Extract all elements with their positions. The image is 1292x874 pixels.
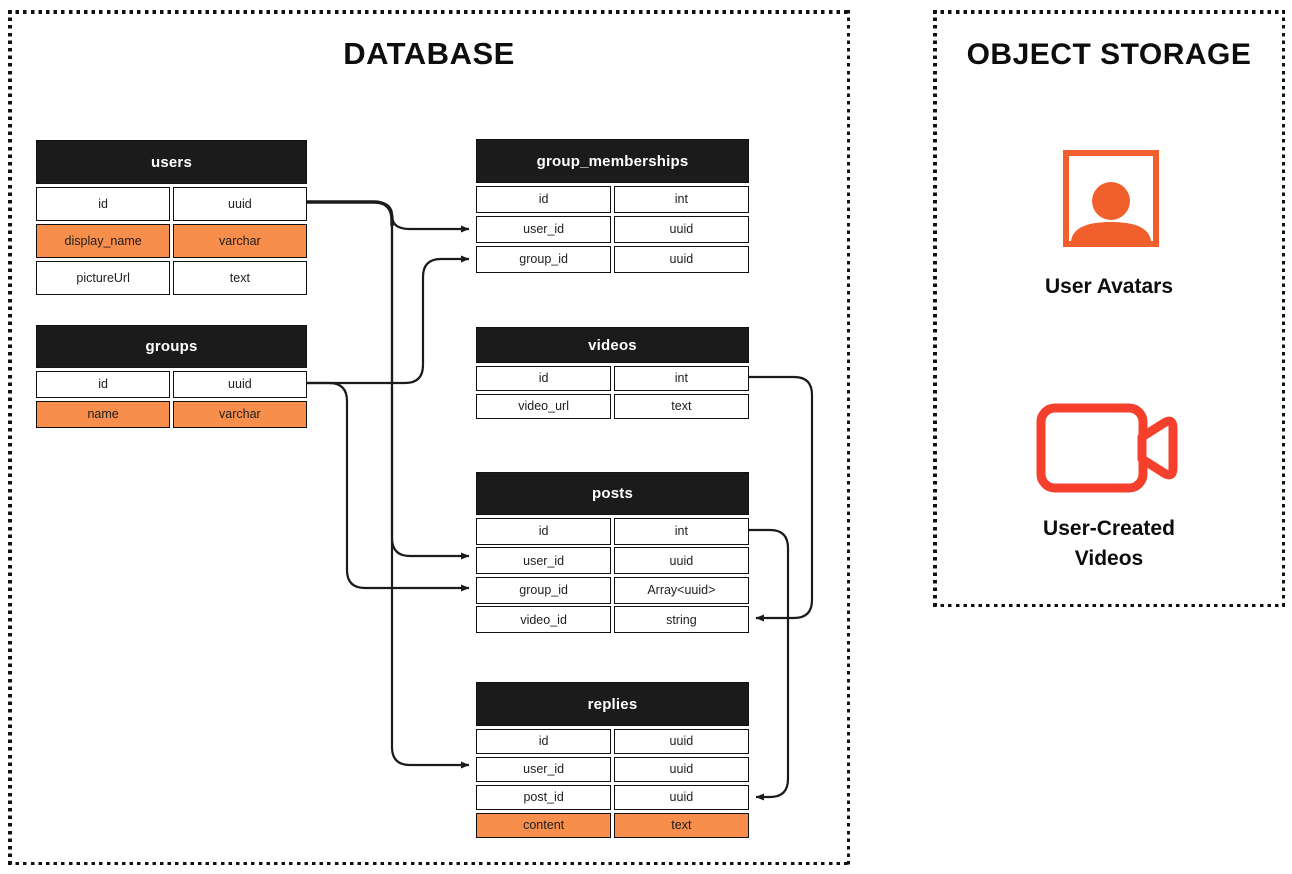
table-row: content text — [476, 812, 749, 838]
table-users-header: users — [36, 140, 307, 184]
type-cell: text — [613, 812, 749, 838]
video-camera-icon — [1036, 403, 1178, 493]
database-panel: DATABASE — [8, 10, 850, 865]
table-posts-header: posts — [476, 472, 749, 515]
table-groups: groups id uuid name varchar — [36, 325, 307, 428]
type-cell: uuid — [172, 370, 307, 398]
table-row: video_url text — [476, 393, 749, 419]
table-row: post_id uuid — [476, 784, 749, 810]
table-row: pictureUrl text — [36, 260, 307, 295]
field-cell: display_name — [36, 223, 171, 258]
table-row: id uuid — [476, 728, 749, 754]
field-cell: group_id — [476, 576, 612, 604]
table-row: id int — [476, 365, 749, 391]
object-storage-panel-title: OBJECT STORAGE — [966, 38, 1252, 71]
field-cell: id — [476, 517, 612, 545]
panel-border — [933, 10, 937, 607]
table-row: group_id uuid — [476, 245, 749, 273]
panel-border — [8, 10, 12, 865]
panel-border — [8, 861, 850, 865]
field-cell: pictureUrl — [36, 260, 171, 295]
type-cell: uuid — [613, 547, 749, 574]
table-group-memberships: group_memberships id int user_id uuid gr… — [476, 139, 749, 273]
type-cell: uuid — [613, 215, 749, 243]
panel-border — [1281, 10, 1285, 607]
table-videos-header: videos — [476, 327, 749, 363]
field-cell: name — [36, 400, 171, 428]
object-storage-panel: OBJECT STORAGE User Avatars User-Created… — [933, 10, 1285, 607]
table-row: user_id uuid — [476, 215, 749, 243]
user-created-videos-label: User-Created Videos — [1043, 517, 1175, 570]
field-cell: user_id — [476, 215, 612, 243]
field-cell: user_id — [476, 756, 612, 782]
field-cell: id — [476, 365, 612, 391]
table-row: id int — [476, 185, 749, 213]
field-cell: id — [476, 728, 612, 754]
table-videos: videos id int video_url text — [476, 327, 749, 419]
table-row: id int — [476, 517, 749, 545]
field-cell: id — [36, 370, 171, 398]
type-cell: text — [613, 393, 749, 419]
type-cell: Array<uuid> — [613, 576, 749, 604]
type-cell: int — [613, 365, 749, 391]
user-avatars-label: User Avatars — [1044, 275, 1174, 298]
field-cell: video_url — [476, 393, 612, 419]
table-row: id uuid — [36, 370, 307, 398]
field-cell: id — [476, 185, 612, 213]
panel-border — [933, 10, 1285, 14]
table-group-memberships-header: group_memberships — [476, 139, 749, 183]
field-cell: id — [36, 186, 171, 221]
field-cell: video_id — [476, 606, 612, 633]
table-groups-header: groups — [36, 325, 307, 368]
user-avatar-icon — [1063, 150, 1159, 247]
table-row: id uuid — [36, 186, 307, 221]
type-cell: uuid — [172, 186, 307, 221]
type-cell: varchar — [172, 400, 307, 428]
type-cell: text — [172, 260, 307, 295]
table-row: user_id uuid — [476, 756, 749, 782]
type-cell: varchar — [172, 223, 307, 258]
panel-border — [8, 10, 850, 14]
table-row: group_id Array<uuid> — [476, 576, 749, 604]
database-panel-title: DATABASE — [343, 36, 515, 71]
field-cell: user_id — [476, 547, 612, 574]
type-cell: string — [613, 606, 749, 633]
table-replies: replies id uuid user_id uuid post_id uui… — [476, 682, 749, 838]
table-replies-header: replies — [476, 682, 749, 726]
panel-border — [933, 603, 1285, 607]
table-row: video_id string — [476, 606, 749, 633]
type-cell: uuid — [613, 756, 749, 782]
type-cell: int — [613, 185, 749, 213]
type-cell: uuid — [613, 784, 749, 810]
type-cell: uuid — [613, 728, 749, 754]
type-cell: uuid — [613, 245, 749, 273]
table-users: users id uuid display_name varchar pictu… — [36, 140, 307, 295]
table-posts: posts id int user_id uuid group_id Array… — [476, 472, 749, 633]
table-row: display_name varchar — [36, 223, 307, 258]
field-cell: group_id — [476, 245, 612, 273]
table-row: user_id uuid — [476, 547, 749, 574]
table-row: name varchar — [36, 400, 307, 428]
field-cell: content — [476, 812, 612, 838]
panel-border — [846, 10, 850, 865]
field-cell: post_id — [476, 784, 612, 810]
type-cell: int — [613, 517, 749, 545]
